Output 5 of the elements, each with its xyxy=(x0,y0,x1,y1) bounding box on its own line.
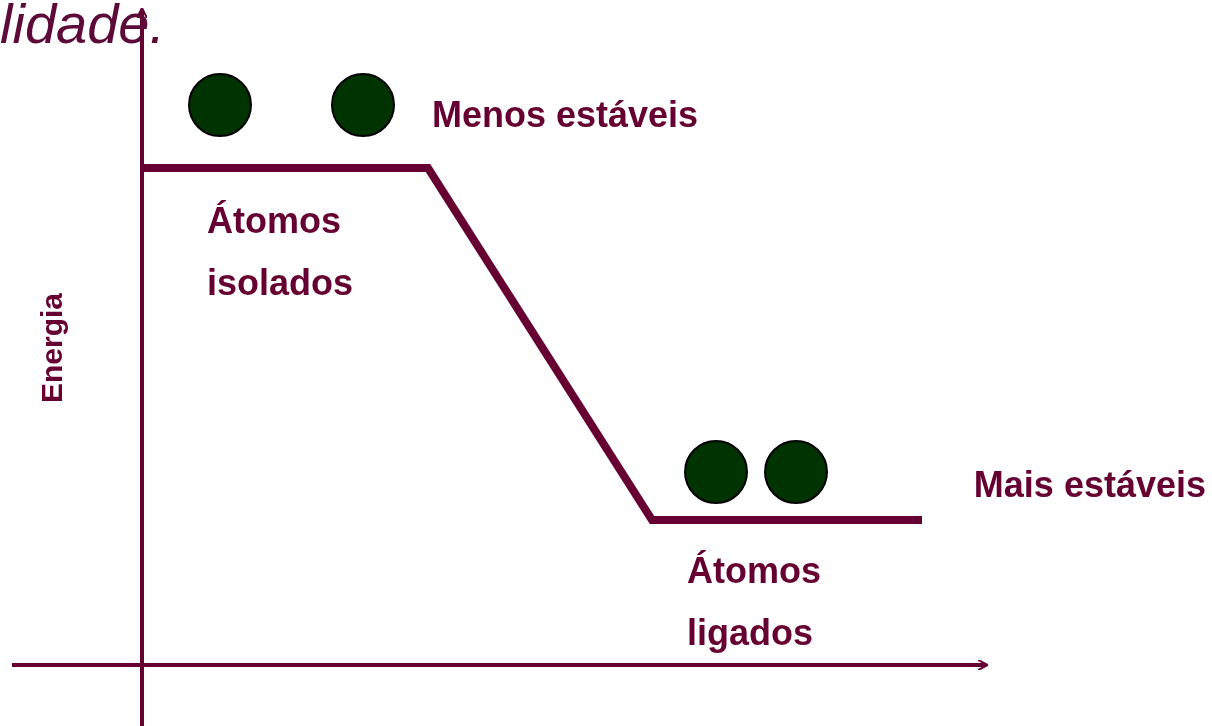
text-label: Átomos isolados xyxy=(207,199,355,305)
text-label: Mais estáveis xyxy=(973,463,1206,507)
text-label: Átomos ligados xyxy=(687,549,822,655)
axis-label: Energia xyxy=(37,293,67,403)
text-label: Menos estáveis xyxy=(432,93,699,137)
